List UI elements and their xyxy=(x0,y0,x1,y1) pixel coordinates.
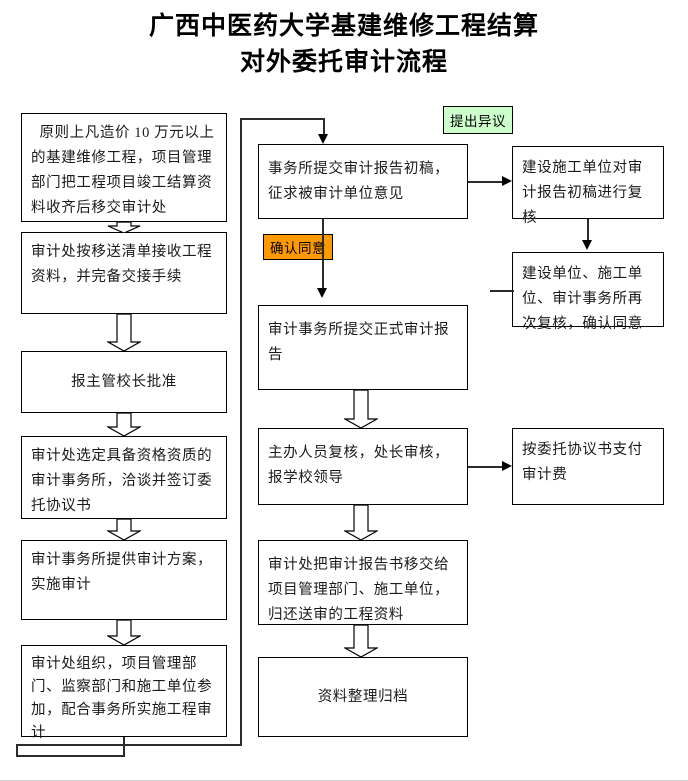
connector-vertical-spine xyxy=(240,118,242,746)
block-arrow-mid4-to-mid5 xyxy=(344,625,378,657)
arrowhead-into-mid1 xyxy=(318,134,328,144)
process-box-mid-1[interactable]: 事务所提交审计报告初稿，征求被审计单位意见 xyxy=(258,144,468,219)
connector-mid1-to-right1 xyxy=(468,181,504,183)
tag-agree[interactable]: 确认同意 xyxy=(263,234,333,260)
process-box-left-5[interactable]: 审计事务所提供审计方案，实施审计 xyxy=(21,540,227,620)
title-line-2: 对外委托审计流程 xyxy=(239,47,448,76)
arrowhead-into-right3 xyxy=(502,461,512,471)
process-box-left-4[interactable]: 审计处选定具备资格资质的审计事务所，洽谈并签订委托协议书 xyxy=(21,436,227,519)
connector-left6-left xyxy=(16,755,125,757)
process-box-right-2[interactable]: 建设单位、施工单位、审计事务所再次复核，确认同意 xyxy=(512,252,664,332)
page-title: 广西中医药大学基建维修工程结算 对外委托审计流程 xyxy=(0,8,688,80)
connector-left-wrap-up xyxy=(16,744,18,757)
arrowhead-into-right2 xyxy=(582,240,592,250)
process-box-mid-4[interactable]: 审计处把审计报告书移交给项目管理部门、施工单位，归还送审的工程资料 xyxy=(258,540,468,625)
connector-left6-down xyxy=(123,737,125,756)
connector-right2-out-left xyxy=(490,290,514,292)
connector-mid1-to-mid2 xyxy=(322,219,324,290)
arrowhead-into-mid2 xyxy=(317,288,327,298)
title-line-1: 广西中医药大学基建维修工程结算 xyxy=(148,11,539,40)
tag-objection[interactable]: 提出异议 xyxy=(443,106,513,134)
process-box-mid-5[interactable]: 资料整理归档 xyxy=(258,657,468,737)
process-box-mid-3[interactable]: 主办人员复核，处长审核，报学校领导 xyxy=(258,428,468,505)
connector-into-mid1 xyxy=(323,118,325,138)
process-box-right-3[interactable]: 按委托协议书支付审计费 xyxy=(512,428,664,505)
process-box-right-1[interactable]: 建设施工单位对审计报告初稿进行复核 xyxy=(512,146,664,226)
process-box-left-3[interactable]: 报主管校长批准 xyxy=(21,351,227,413)
arrowhead-into-right1 xyxy=(502,176,512,186)
block-arrow-left-1-to-2 xyxy=(107,222,141,233)
connector-mid3-to-right3 xyxy=(468,466,504,468)
connector-spine-to-mid1 xyxy=(240,118,324,120)
process-box-left-1[interactable]: 原则上凡造价 10 万元以上的基建维修工程，项目管理部门把工程项目竣工结算资料收… xyxy=(21,113,227,222)
process-box-left-6[interactable]: 审计处组织，项目管理部门、监察部门和施工单位参加，配合事务所实施工程审计 xyxy=(21,645,227,741)
block-arrow-mid2-to-mid3 xyxy=(344,390,378,428)
block-arrow-left-3-to-4 xyxy=(107,413,141,436)
block-arrow-left-4-to-5 xyxy=(107,519,141,540)
block-arrow-left-2-to-3 xyxy=(107,314,141,351)
connector-left-to-spine xyxy=(16,744,241,746)
process-box-left-2[interactable]: 审计处按移送清单接收工程资料，并完备交接手续 xyxy=(21,232,227,314)
connector-right1-to-right2 xyxy=(587,219,589,243)
block-arrow-left-5-to-6 xyxy=(107,620,141,645)
block-arrow-mid3-to-mid4 xyxy=(344,505,378,540)
process-box-mid-2[interactable]: 审计事务所提交正式审计报告 xyxy=(258,305,468,390)
